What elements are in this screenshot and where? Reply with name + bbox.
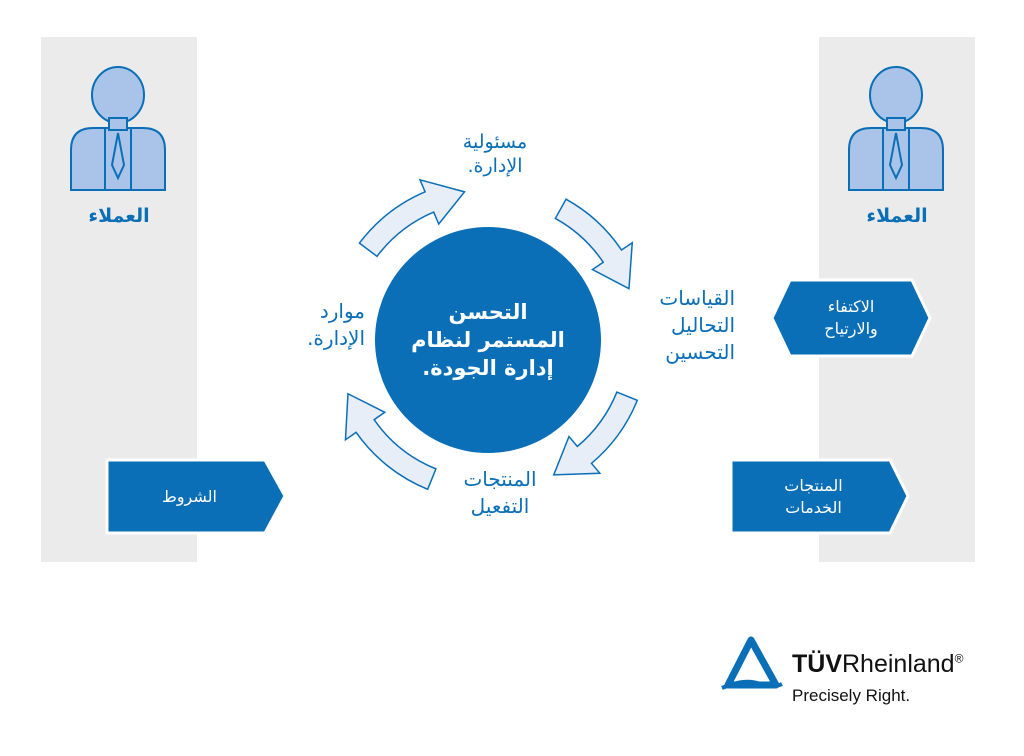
center-text: التحسن المستمر لنظام إدارة الجودة.: [411, 300, 565, 380]
logo-brand: TÜVRheinland®: [792, 650, 964, 678]
cycle-arrow-icon: [344, 392, 437, 491]
tuv-logo-icon: [721, 636, 783, 690]
products-services-text: المنتجات الخدمات: [784, 475, 843, 517]
center-circle: التحسن المستمر لنظام إدارة الجودة.: [375, 227, 601, 453]
logo-tagline: Precisely Right.: [792, 686, 911, 705]
right-customers-label: العملاء: [866, 205, 928, 227]
label-measurement: القياسات التحاليل التحسين: [659, 286, 735, 364]
left-customers-label: العملاء: [88, 205, 150, 227]
conditions-text: الشروط: [162, 486, 217, 506]
cycle-arrow-icon: [358, 178, 466, 258]
products-services-box: [729, 458, 910, 535]
cycle-arrow-icon: [554, 198, 634, 290]
label-management-responsibility: مسئولية الإدارة.: [462, 131, 528, 177]
cycle-arrow-icon: [552, 391, 639, 476]
person-icon: [70, 66, 166, 191]
person-icon: [848, 66, 944, 191]
conditions-box: [105, 458, 287, 535]
satisfaction-box: [770, 278, 932, 358]
label-product-realization: المنتجات التفعيل: [463, 467, 537, 518]
label-resource-management: موارد الإدارة.: [307, 299, 365, 350]
satisfaction-text: الاكتفاء والارتياح: [824, 297, 878, 338]
